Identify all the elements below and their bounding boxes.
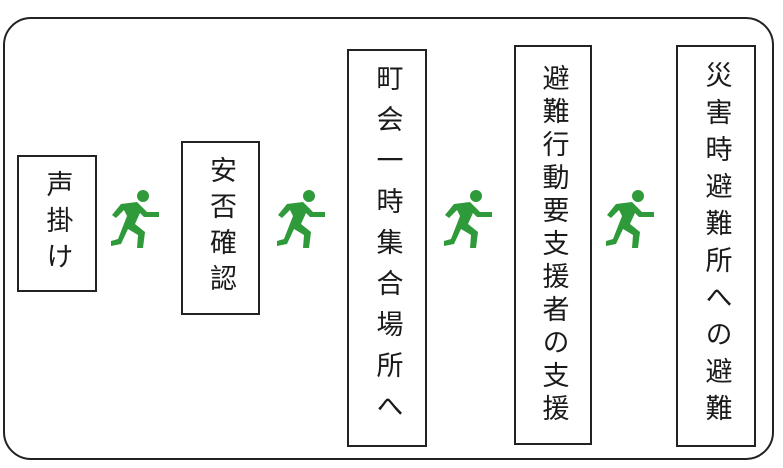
step-box-support-needed: 避難行動要支援者の支援 [514, 45, 592, 445]
step-box-evacuation-shelter: 災害時避難所への避難 [676, 45, 756, 447]
running-person-icon [444, 190, 492, 248]
step-label: 災害時避難所への避難 [700, 61, 732, 431]
running-person-icon [111, 190, 159, 248]
step-box-voice-call: 声掛け [17, 155, 97, 292]
running-person-icon [606, 190, 654, 248]
step-box-safety-check: 安否確認 [181, 141, 260, 315]
step-label: 声掛け [41, 169, 73, 278]
running-person-icon [277, 190, 325, 248]
step-label: 安否確認 [205, 156, 236, 300]
step-label: 町会一時集合場所へ [371, 63, 403, 433]
step-box-assembly-point: 町会一時集合場所へ [347, 49, 427, 447]
step-label: 避難行動要支援者の支援 [537, 63, 569, 427]
